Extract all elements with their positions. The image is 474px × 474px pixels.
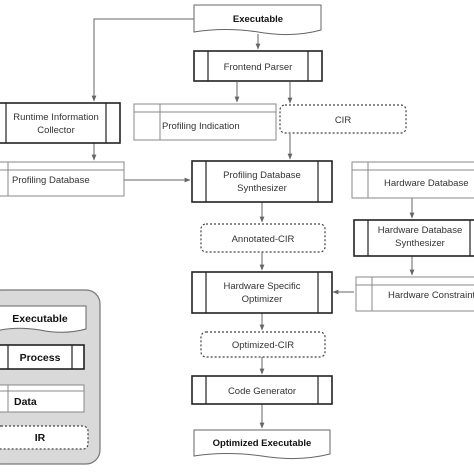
executable-label: Executable — [233, 14, 283, 25]
hw-db-synth-label-line1: Hardware Database — [378, 225, 463, 236]
legend-executable-label: Executable — [12, 313, 68, 325]
legend: Executable Process Data IR — [0, 289, 101, 465]
hw-specific-optimizer-node: Hardware Specific Optimizer — [191, 271, 333, 314]
hardware-db-synthesizer-node: Hardware Database Synthesizer — [353, 219, 474, 257]
hw-optimizer-label-line1: Hardware Specific — [223, 281, 300, 292]
runtime-info-label-line1: Runtime Information — [13, 112, 99, 123]
profiling-database-node: Profiling Database — [0, 161, 125, 197]
legend-executable: Executable — [0, 305, 87, 333]
optimized-cir-label: Optimized-CIR — [232, 340, 294, 351]
runtime-info-label-line2: Collector — [37, 125, 75, 136]
profiling-indication-node: Profiling Indication — [133, 103, 277, 141]
code-generator-label: Code Generator — [228, 386, 296, 397]
hw-db-synth-label-line2: Synthesizer — [395, 238, 445, 249]
legend-data: Data — [0, 384, 85, 413]
legend-ir-label: IR — [35, 432, 46, 444]
legend-process-label: Process — [20, 352, 61, 364]
hardware-database-label: Hardware Database — [384, 178, 469, 189]
frontend-parser-label: Frontend Parser — [224, 62, 293, 73]
profiling-db-synth-label-line1: Profiling Database — [223, 170, 301, 181]
optimized-cir-node: Optimized-CIR — [200, 331, 326, 358]
profiling-database-label: Profiling Database — [12, 175, 90, 186]
profiling-indication-label: Profiling Indication — [162, 121, 240, 132]
profiling-db-synthesizer-node: Profiling Database Synthesizer — [191, 160, 333, 203]
cir-node: CIR — [279, 104, 407, 134]
arrow-executable-to-runtime — [91, 18, 194, 102]
code-generator-node: Code Generator — [191, 375, 333, 405]
legend-data-label: Data — [14, 396, 37, 408]
profiling-db-synth-label-line2: Synthesizer — [237, 183, 287, 194]
legend-ir: IR — [0, 425, 89, 450]
annotated-cir-label: Annotated-CIR — [232, 234, 295, 245]
runtime-info-collector-node: Runtime Information Collector — [0, 102, 121, 144]
legend-process: Process — [0, 344, 85, 370]
executable-node: Executable — [193, 4, 322, 36]
frontend-parser-node: Frontend Parser — [193, 50, 323, 82]
hardware-constraints-label: Hardware Constraints — [388, 290, 474, 301]
hardware-constraints-node: Hardware Constraints — [355, 276, 474, 312]
annotated-cir-node: Annotated-CIR — [200, 223, 326, 253]
hardware-database-node: Hardware Database — [351, 161, 474, 199]
hw-optimizer-label-line2: Optimizer — [242, 294, 283, 305]
connectors — [91, 18, 415, 429]
optimized-executable-label: Optimized Executable — [213, 438, 312, 449]
optimized-executable-node: Optimized Executable — [193, 429, 331, 460]
cir-label: CIR — [335, 115, 352, 126]
